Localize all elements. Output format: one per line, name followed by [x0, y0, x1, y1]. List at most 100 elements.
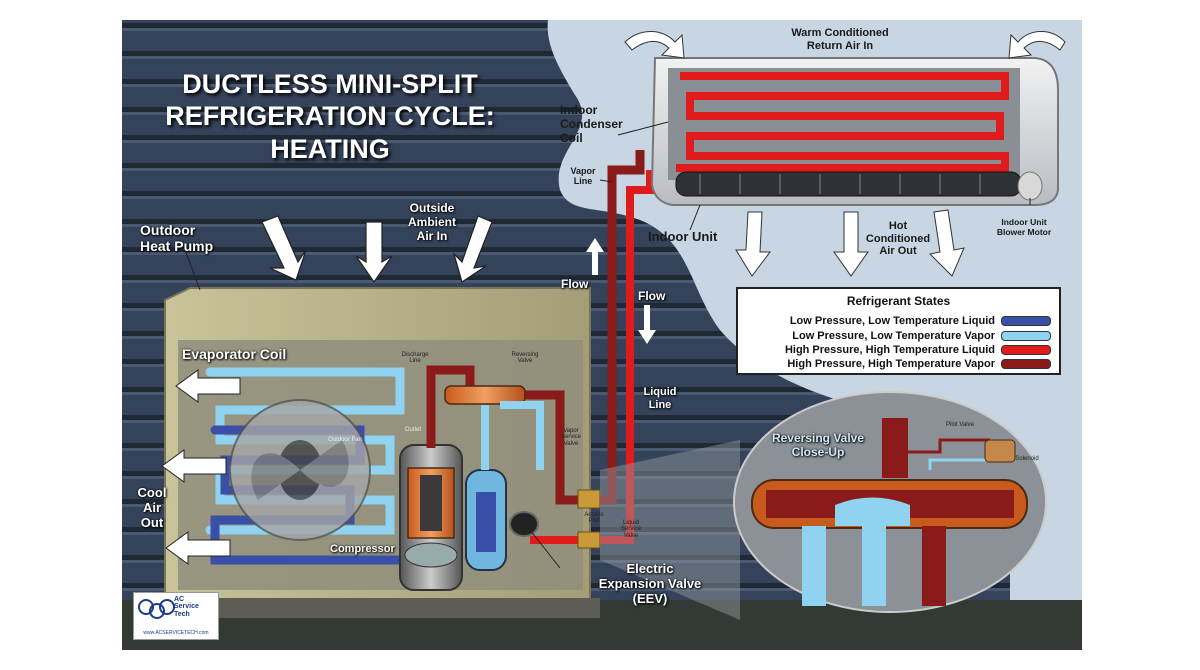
- cool-air-arrow-2: [161, 449, 227, 483]
- legend-swatch: [1001, 358, 1051, 369]
- label-line: Service: [560, 434, 581, 441]
- label-line: Access: [584, 512, 604, 518]
- label-cool-air-out: Cool Air Out: [132, 485, 172, 531]
- fan-blade: [300, 440, 349, 487]
- pilot-tube-2: [928, 458, 990, 470]
- compressor: [399, 444, 463, 591]
- line-set: [600, 150, 654, 544]
- label-line: Valve: [563, 440, 579, 447]
- logo-footer: www.ACSERVICETECH.com: [143, 630, 209, 636]
- label-flow-down: Flow: [638, 289, 666, 303]
- label-line: Discharge: [401, 352, 429, 358]
- blower-motor: [1017, 171, 1043, 201]
- reversing-valve-small: [444, 385, 526, 405]
- label-indoor-unit: Indoor Unit: [648, 229, 718, 244]
- logo-line: Service: [174, 603, 199, 611]
- valve-bottom-port-3: [922, 526, 946, 606]
- return-air-arrow-right: [1008, 31, 1066, 59]
- vapor-line-pipe: [600, 150, 645, 505]
- hot-air-arrow-3: [928, 209, 965, 277]
- legend-swatch: [1001, 330, 1051, 341]
- label-compressor: Compressor: [330, 543, 395, 555]
- flow-up-arrow: [586, 238, 604, 275]
- indoor-unit: [650, 57, 1059, 206]
- valve-bottom-port-1: [802, 526, 826, 606]
- label-line: Liquid: [643, 386, 677, 398]
- small-label-outlet: Outlet: [404, 427, 421, 433]
- label-line: Close-Up: [791, 444, 845, 459]
- hot-air-arrow-2: [833, 211, 869, 277]
- label-indoor-condenser-coil: Indoor Condenser Coil: [560, 103, 628, 145]
- small-label-vapor-service-valve: Vapor Service Valve: [556, 428, 586, 447]
- logo-rings-icon: [138, 599, 175, 619]
- label-reversing-valve-closeup: Reversing Valve Close-Up: [766, 431, 870, 460]
- outdoor-fan: [229, 399, 371, 541]
- label-line: Valve: [623, 532, 639, 539]
- label-vapor-line: Vapor Line: [565, 166, 601, 187]
- legend-swatch: [1001, 315, 1051, 326]
- hot-air-arrow-1: [735, 211, 771, 277]
- label-liquid-line: Liquid Line: [640, 386, 680, 411]
- legend-label: High Pressure, High Temperature Vapor: [787, 357, 995, 370]
- label-warm-return-air: Warm Conditioned Return Air In: [770, 27, 910, 52]
- hot-air-arrows: [735, 209, 965, 277]
- label-line: Conditioned: [865, 232, 931, 245]
- blower-vanes: [699, 174, 981, 194]
- label-line: Condenser: [560, 116, 623, 131]
- outdoor-unit: [150, 287, 610, 618]
- label-line: Out: [140, 514, 164, 530]
- label-line: Indoor: [560, 103, 598, 117]
- flow-down-arrow: [638, 305, 656, 344]
- air-in-arrow-2: [355, 221, 393, 284]
- label-line: Air In: [416, 228, 448, 243]
- label-line: Air: [142, 499, 162, 515]
- indoor-condenser-coil: [676, 72, 1009, 172]
- air-in-arrow-3: [452, 215, 493, 283]
- label-line: Coil: [560, 130, 583, 145]
- eev-body: [509, 511, 539, 537]
- diagram-title: DUCTLESS MINI-SPLIT REFRIGERATION CYCLE:…: [135, 68, 525, 165]
- small-label-access-port: Access Port: [580, 512, 608, 525]
- closeup-panel: [600, 391, 1047, 620]
- label-line: Blower Motor: [996, 226, 1052, 237]
- suction-line: [481, 401, 544, 470]
- label-line: Indoor Unit: [1001, 217, 1047, 227]
- title-line-1: DUCTLESS MINI-SPLIT: [182, 69, 478, 99]
- label-line: Line: [648, 398, 672, 411]
- label-line: Hot: [888, 220, 908, 232]
- compressor-scroll: [404, 542, 458, 568]
- label-line: Air Out: [879, 245, 917, 258]
- label-line: Line: [573, 176, 593, 187]
- cool-air-arrows: [161, 369, 241, 565]
- refrigerant-legend: Refrigerant States Low Pressure, Low Tem…: [736, 287, 1061, 375]
- label-line: (EEV): [632, 590, 668, 606]
- return-air-arrow-left: [624, 31, 685, 59]
- cool-air-arrow-3: [165, 531, 231, 565]
- valve-top-port: [882, 418, 908, 478]
- accumulator-inner: [476, 492, 496, 552]
- logo-line: AC: [174, 596, 185, 603]
- legend-row: High Pressure, High Temperature Vapor: [787, 357, 1051, 370]
- legend-row: Low Pressure, Low Temperature Liquid: [790, 314, 1051, 327]
- legend-row: Low Pressure, Low Temperature Vapor: [792, 329, 1051, 342]
- label-outside-ambient-air: Outside Ambient Air In: [392, 201, 472, 243]
- title-line-3: HEATING: [270, 133, 390, 164]
- closeup-projection: [600, 440, 740, 620]
- label-line: Valve: [517, 358, 533, 365]
- label-line: Vapor: [563, 428, 579, 434]
- valve-bottom-port-2: [862, 526, 886, 606]
- logo-line: Tech: [174, 610, 190, 618]
- label-indoor-blower-motor: Indoor Unit Blower Motor: [985, 217, 1063, 238]
- legend-title: Refrigerant States: [846, 294, 951, 308]
- label-line: Reversing Valve: [771, 431, 865, 445]
- indoor-unit-cutaway: [668, 68, 1020, 180]
- title-line-2: REFRIGERATION CYCLE:: [165, 101, 495, 132]
- label-line: Liquid: [622, 520, 639, 526]
- label-outdoor-heat-pump: Outdoor Heat Pump: [140, 222, 213, 254]
- vapor-service-valve: [577, 489, 601, 509]
- legend-swatch: [1001, 344, 1051, 355]
- liquid-line-pipe: [600, 170, 654, 544]
- small-label-liquid-service-valve: Liquid Service Valve: [614, 520, 648, 539]
